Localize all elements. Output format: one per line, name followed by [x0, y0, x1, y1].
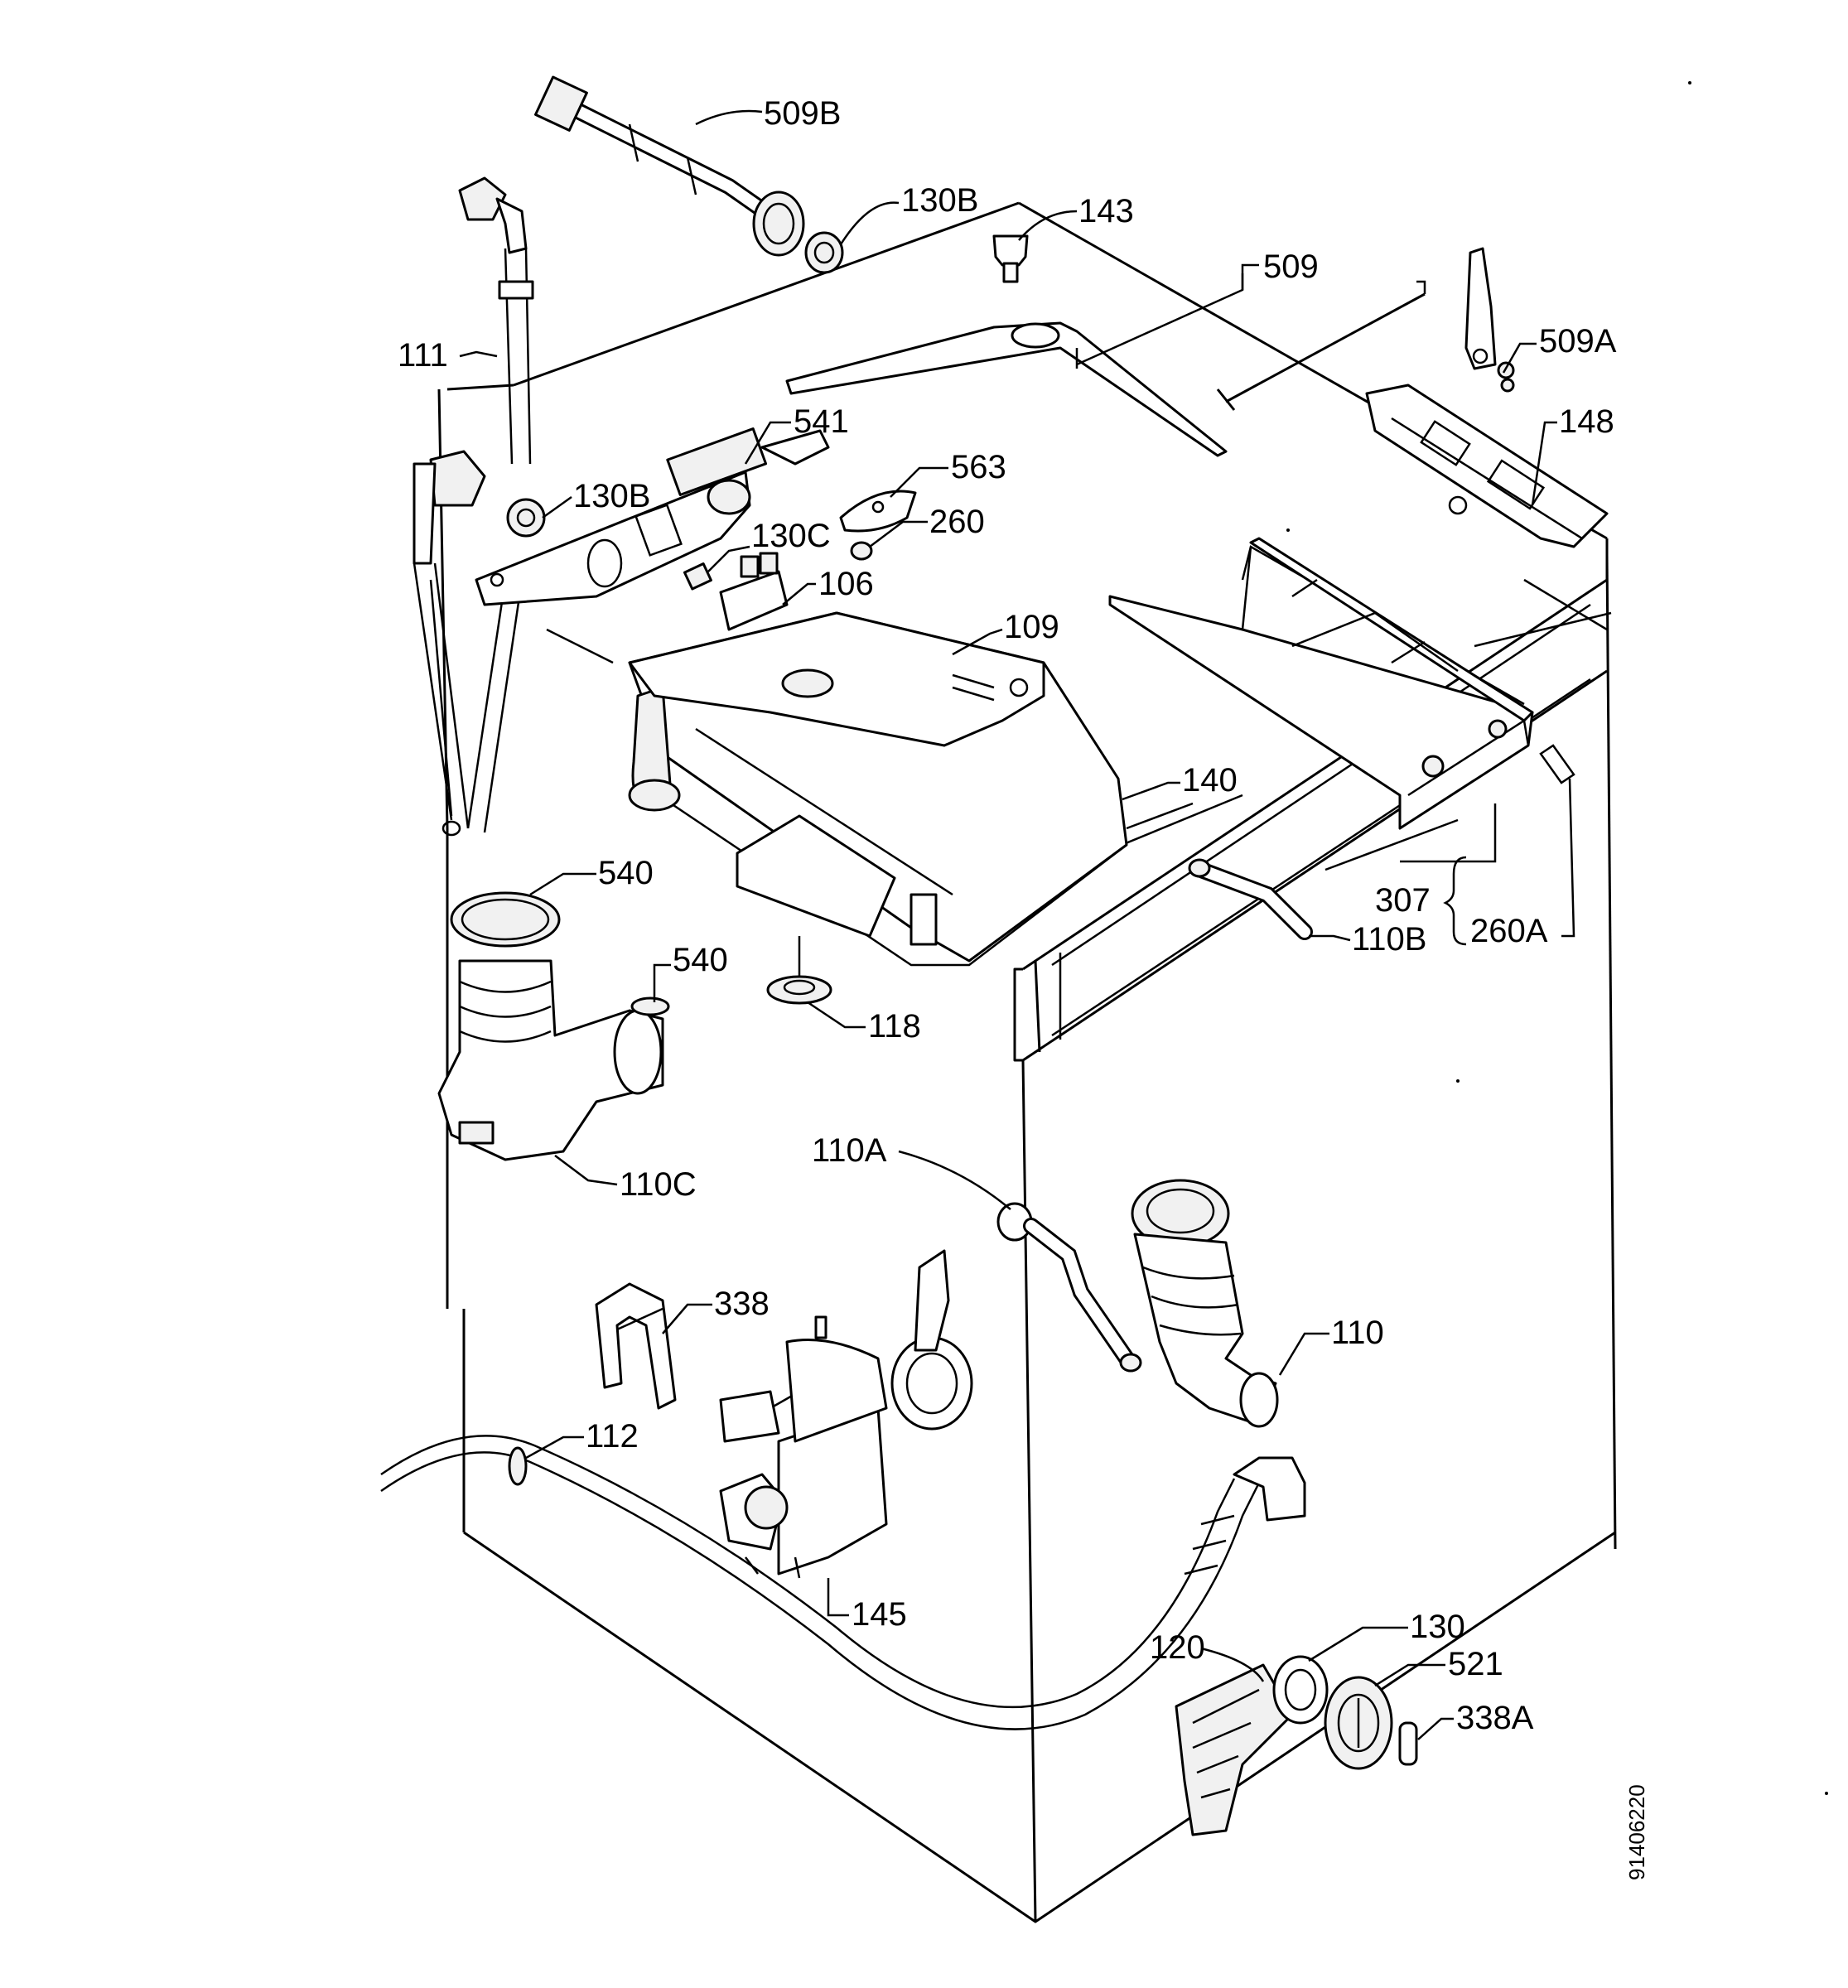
- label-110C: 110C: [620, 1166, 697, 1203]
- label-112: 112: [586, 1418, 639, 1455]
- spring-260: [850, 541, 873, 561]
- seal-130: [1272, 1655, 1329, 1725]
- label-110: 110: [1331, 1315, 1384, 1351]
- rod-509: [1216, 280, 1426, 411]
- label-521: 521: [1448, 1646, 1503, 1682]
- label-260: 260: [929, 504, 985, 540]
- label-540-side: 540: [673, 942, 728, 978]
- bellows-110C: [437, 891, 670, 1161]
- nut-130B-top: [804, 231, 844, 274]
- cap-521: [1324, 1676, 1393, 1770]
- label-118: 118: [868, 1008, 921, 1045]
- pin-338A: [1398, 1721, 1418, 1766]
- brace-307: [1443, 856, 1467, 946]
- label-509A: 509A: [1539, 323, 1617, 359]
- part-labels: 509B 130B 143 509 509A 111 541 148 563 1…: [398, 95, 1649, 1880]
- switch-106: [719, 552, 789, 631]
- valve-541: [475, 427, 830, 606]
- label-110B: 110B: [1352, 921, 1426, 958]
- impeller-118: [766, 936, 832, 1005]
- label-120: 120: [1150, 1629, 1205, 1666]
- drawer-307: [1108, 537, 1534, 830]
- label-111: 111: [398, 337, 448, 374]
- tray-148: [1365, 384, 1609, 548]
- clip-260A: [1539, 744, 1575, 784]
- label-106: 106: [818, 566, 874, 602]
- clip-130C: [683, 562, 712, 591]
- label-540-top: 540: [598, 855, 654, 891]
- hose-110A: [996, 1202, 1142, 1373]
- label-509B: 509B: [764, 95, 841, 132]
- specks: [1286, 81, 1828, 1795]
- inlet-hose-111: [413, 176, 534, 837]
- hose-110B: [1188, 858, 1313, 940]
- label-307: 307: [1375, 882, 1431, 919]
- pump-145: [719, 1249, 973, 1579]
- label-563: 563: [951, 449, 1006, 485]
- hose-509B: [533, 75, 805, 257]
- label-143: 143: [1078, 193, 1134, 229]
- label-140: 140: [1182, 762, 1238, 799]
- bellows-110: [1131, 1179, 1279, 1428]
- label-338A: 338A: [1456, 1700, 1534, 1736]
- lever-509: [785, 321, 1228, 457]
- label-130B-mid: 130B: [573, 478, 650, 514]
- nut-130B-mid: [506, 498, 546, 538]
- label-130B-top: 130B: [901, 182, 978, 219]
- label-260A: 260A: [1470, 913, 1548, 949]
- label-130C: 130C: [751, 518, 831, 554]
- label-338: 338: [714, 1286, 770, 1322]
- label-110A: 110A: [812, 1132, 887, 1169]
- leader-lines: [459, 109, 1575, 1740]
- label-109: 109: [1004, 609, 1059, 645]
- label-509: 509: [1263, 248, 1319, 285]
- label-130: 130: [1410, 1609, 1465, 1645]
- bracket-509A: [1464, 247, 1515, 393]
- knob-143: [992, 234, 1029, 283]
- drain-hose-112: [380, 1435, 1306, 1730]
- cover-109: [628, 611, 1045, 747]
- label-148: 148: [1559, 403, 1614, 440]
- filter-120: [1175, 1663, 1294, 1836]
- label-541: 541: [794, 403, 849, 440]
- clip-338: [595, 1282, 677, 1410]
- drawing-number: 91406220: [1624, 1784, 1649, 1880]
- label-145: 145: [852, 1596, 907, 1633]
- cover-563: [839, 490, 917, 533]
